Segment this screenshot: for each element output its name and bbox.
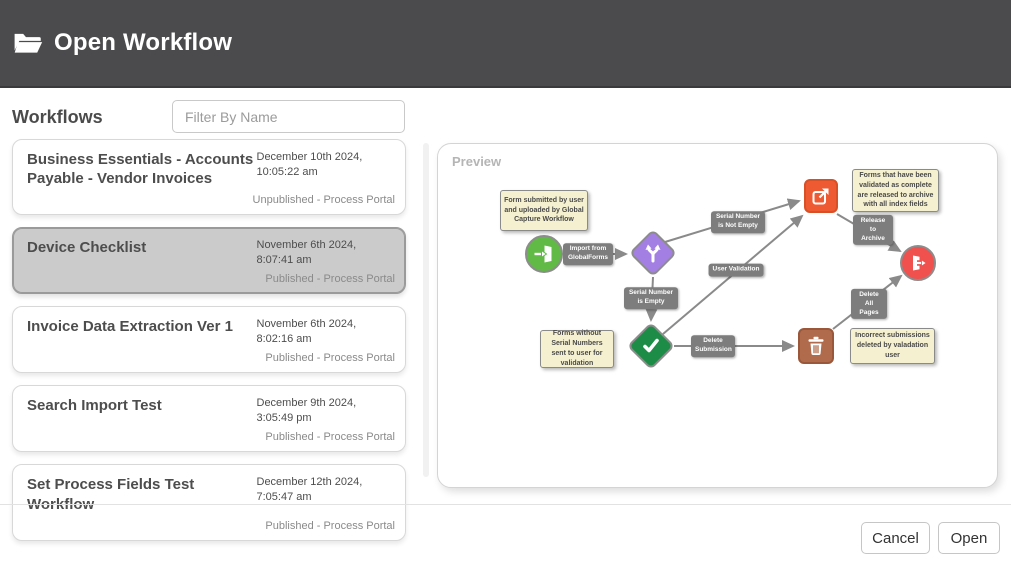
edge-label-delete-all-pages: Delete All Pages bbox=[851, 288, 887, 320]
workflow-name: Business Essentials - Accounts Payable -… bbox=[27, 151, 254, 188]
note-form-submitted: Form submitted by user and uploaded by G… bbox=[500, 190, 588, 231]
trash-icon bbox=[808, 336, 824, 356]
release-export-icon bbox=[812, 188, 829, 205]
exit-door-icon bbox=[913, 255, 928, 271]
cancel-button[interactable]: Cancel bbox=[861, 522, 930, 554]
workflow-date: November 6th 2024, 8:02:16 am bbox=[256, 318, 357, 345]
dialog-title: Open Workflow bbox=[54, 29, 233, 56]
edge-label-release-to-archive: Release to Archive bbox=[853, 214, 893, 246]
edge-label-import-from-globalforms: Import from GlobalForms bbox=[563, 243, 613, 265]
branch-split-icon bbox=[645, 244, 661, 263]
note-released-to-archive: Forms that have been validated as comple… bbox=[852, 169, 939, 212]
workflow-list-item-search-import-test[interactable]: Search Import Test December 9th 2024, 3:… bbox=[12, 385, 406, 453]
workflow-list-item-set-process-fields[interactable]: Set Process Fields Test Workflow Decembe… bbox=[12, 464, 406, 541]
workflows-heading: Workflows bbox=[12, 107, 103, 127]
workflow-name: Device Checklist bbox=[27, 239, 147, 257]
edge-label-serial-number-is-empty: Serial Number is Empty bbox=[624, 287, 678, 309]
workflow-status: Published - Process Portal bbox=[265, 273, 395, 286]
workflow-list-item-business-essentials[interactable]: Business Essentials - Accounts Payable -… bbox=[12, 139, 406, 216]
dialog-header: Open Workflow bbox=[0, 0, 1011, 88]
node-import-task bbox=[525, 235, 563, 273]
workflow-name: Search Import Test bbox=[27, 397, 162, 415]
node-delete-submission bbox=[798, 328, 834, 364]
workflow-status: Unpublished - Process Portal bbox=[252, 194, 395, 207]
workflow-date: December 12th 2024, 7:05:47 am bbox=[256, 476, 363, 503]
preview-panel: Preview Form submitted by user and uploa… bbox=[437, 143, 998, 488]
node-branch-decision bbox=[628, 228, 678, 278]
node-user-validation bbox=[626, 321, 676, 371]
note-forms-without-serial: Forms without Serial Numbers sent to use… bbox=[540, 330, 614, 368]
workflow-status: Published - Process Portal bbox=[265, 519, 395, 532]
node-release-to-archive bbox=[804, 179, 838, 213]
preview-label: Preview bbox=[452, 154, 502, 169]
workflow-status: Published - Process Portal bbox=[265, 431, 395, 444]
workflow-status: Published - Process Portal bbox=[265, 352, 395, 365]
workflow-date: December 9th 2024, 3:05:49 pm bbox=[256, 397, 357, 424]
node-end-exit bbox=[900, 245, 936, 281]
workflow-list-item-device-checklist[interactable]: Device Checklist November 6th 2024, 8:07… bbox=[12, 227, 406, 295]
edge-label-user-validation: User Validation bbox=[708, 263, 764, 277]
open-folder-icon bbox=[14, 33, 43, 53]
edge-label-delete-submission: Delete Submission bbox=[691, 335, 735, 357]
workflow-list: Business Essentials - Accounts Payable -… bbox=[12, 139, 406, 541]
workflow-date: December 10th 2024, 10:05:22 am bbox=[256, 151, 363, 178]
workflow-list-item-invoice-data-extraction[interactable]: Invoice Data Extraction Ver 1 November 6… bbox=[12, 306, 406, 374]
filter-by-name-input[interactable] bbox=[172, 100, 405, 133]
workflow-name: Invoice Data Extraction Ver 1 bbox=[27, 318, 233, 336]
workflow-name: Set Process Fields Test Workflow bbox=[27, 476, 195, 513]
open-button[interactable]: Open bbox=[938, 522, 1000, 554]
note-incorrect-submissions: Incorrect submissions deleted by valadat… bbox=[850, 328, 935, 364]
footer-divider bbox=[0, 504, 1011, 505]
edge-label-serial-number-is-not-empty: Serial Number is Not Empty bbox=[711, 211, 765, 233]
workflow-list-scrollbar[interactable] bbox=[423, 143, 429, 477]
workflow-date: November 6th 2024, 8:07:41 am bbox=[256, 239, 357, 266]
checkmark-icon bbox=[643, 338, 659, 353]
import-door-icon bbox=[534, 245, 552, 263]
